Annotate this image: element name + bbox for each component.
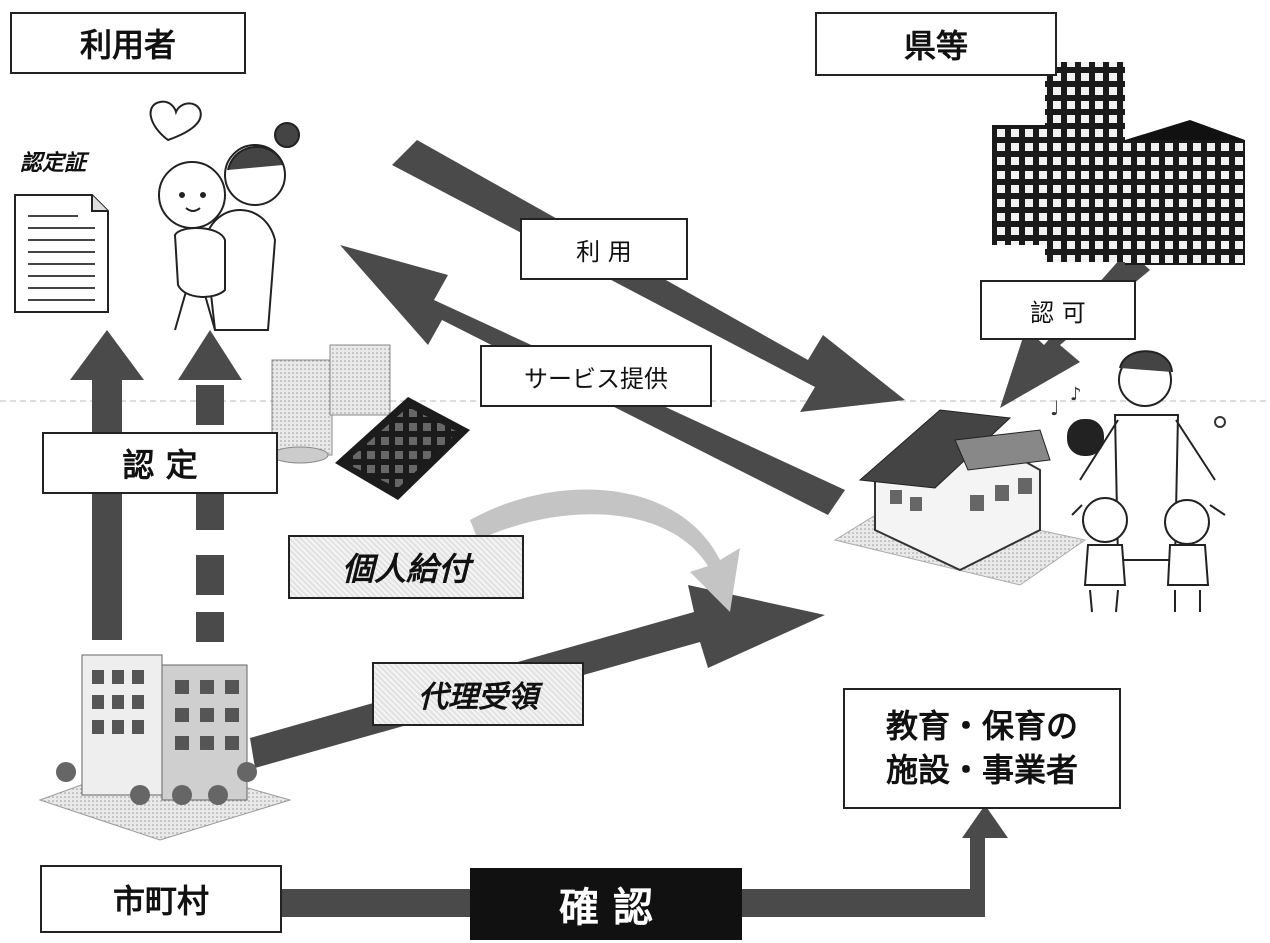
individual-benefit-label: 個人給付 [341,550,470,588]
facility-label-line1: 教育・保育の [885,707,1078,746]
municipality-label: 市町村 [112,882,209,920]
user-label: 利用者 [79,26,176,64]
confirmation-box: 確 認 [470,868,742,940]
facility-label-line2: 施設・事業者 [885,750,1078,789]
proxy-receipt-box: 代理受領 [372,662,584,726]
proxy-receipt-label: 代理受領 [418,680,538,715]
svg-text:♩: ♩ [1050,396,1059,420]
use-box: 利 用 [520,218,688,280]
municipality-box: 市町村 [40,865,282,933]
money-icon [271,344,391,464]
approval-label: 認 可 [1030,298,1086,327]
certification-label: 認 定 [122,446,198,484]
prefecture-box: 県等 [815,12,1057,76]
benefit-curve-arrow [470,489,740,612]
calculator-icon [335,397,470,500]
office-building-icon [992,62,1245,265]
facility-box: 教育・保育の 施設・事業者 [843,688,1121,809]
certificate-label: 認定証 [20,151,87,176]
teacher-children-icon [1067,350,1226,613]
certification-box: 認 定 [42,432,278,494]
svg-text:♪: ♪ [1070,384,1082,405]
city-hall-icon [38,654,292,841]
nursery-school-icon: ♩ ♪ [833,384,1226,586]
individual-benefit-box: 個人給付 [288,535,524,599]
service-label: サービス提供 [524,364,668,393]
use-label: 利 用 [576,237,632,266]
document-icon [14,194,109,313]
prefecture-label: 県等 [903,27,968,65]
mother-baby-icon [158,122,300,331]
user-box: 利用者 [10,12,246,74]
service-box: サービス提供 [480,345,712,407]
certification-dashed-arrowhead [178,330,242,380]
confirmation-arrow [282,805,1008,917]
confirmation-label: 確 認 [559,885,653,931]
certification-dashed-shaft [196,385,224,642]
heart-icon [149,100,202,142]
approval-box: 認 可 [980,280,1136,340]
